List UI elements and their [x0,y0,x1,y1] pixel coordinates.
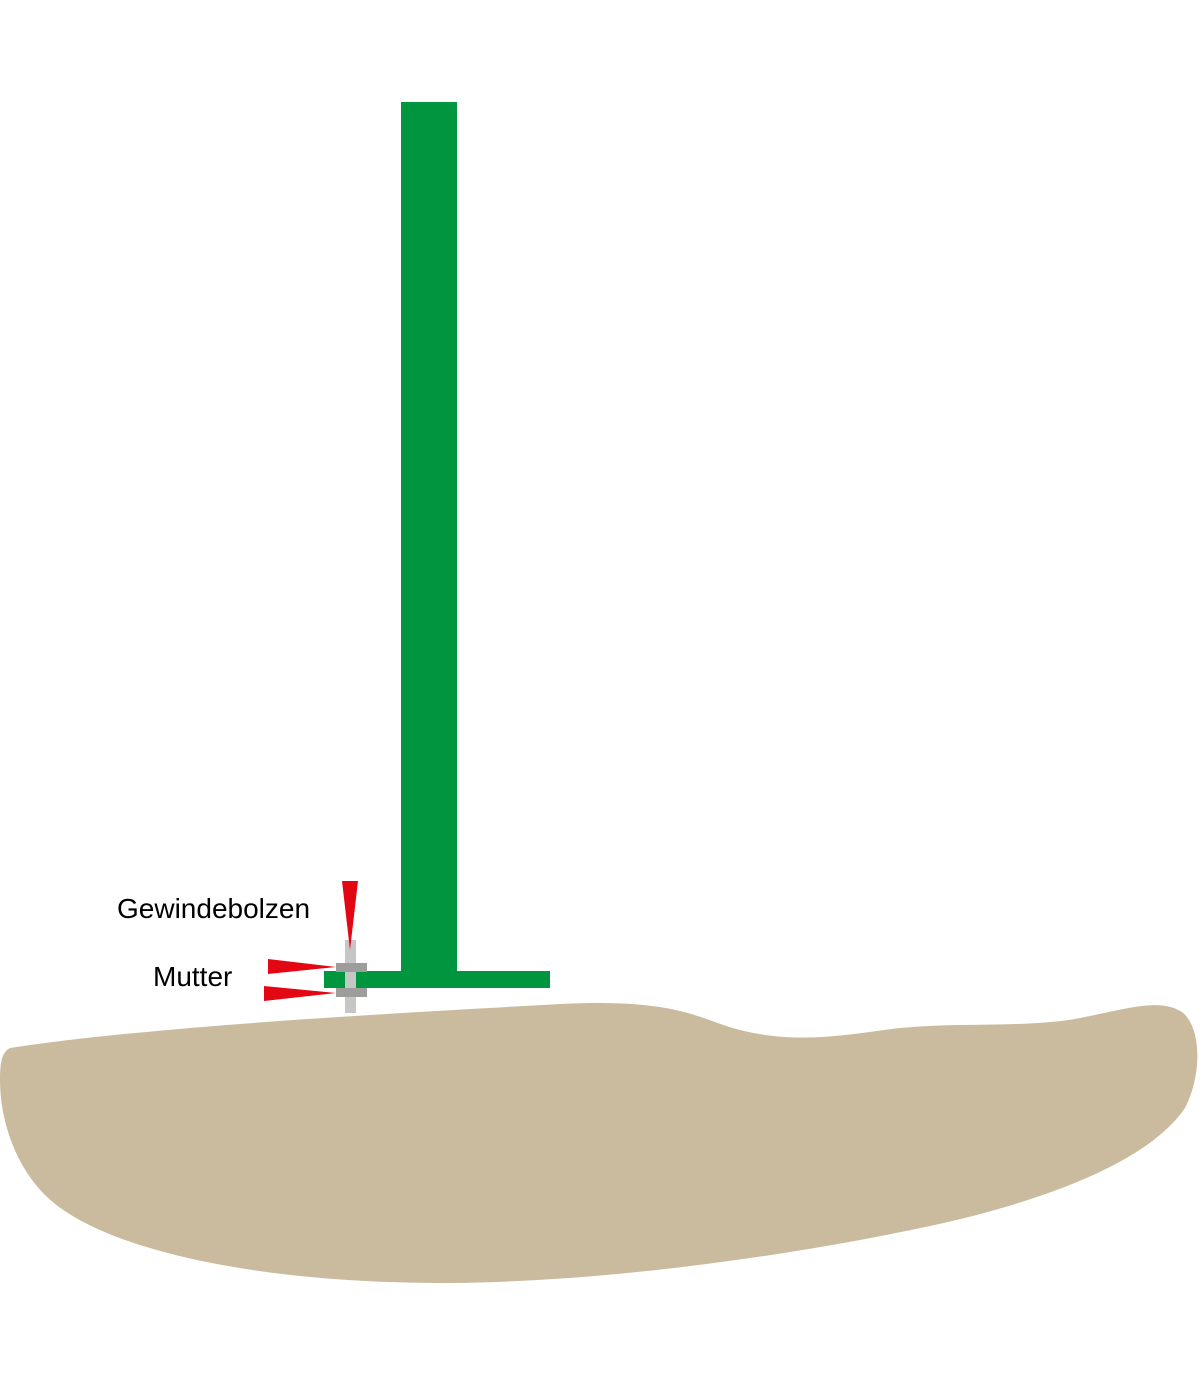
nut-lower [336,988,367,997]
pointer-nut-upper [268,959,336,974]
base-plate [324,971,550,988]
pointer-bolt [342,881,358,950]
label-gewindebolzen: Gewindebolzen [117,893,310,924]
pointer-nut-lower [264,986,336,1001]
post-vertical [401,102,457,974]
ground-mound [0,1002,1198,1284]
threaded-bolt [345,940,356,1013]
label-mutter: Mutter [153,961,232,992]
nut-upper [336,963,367,972]
